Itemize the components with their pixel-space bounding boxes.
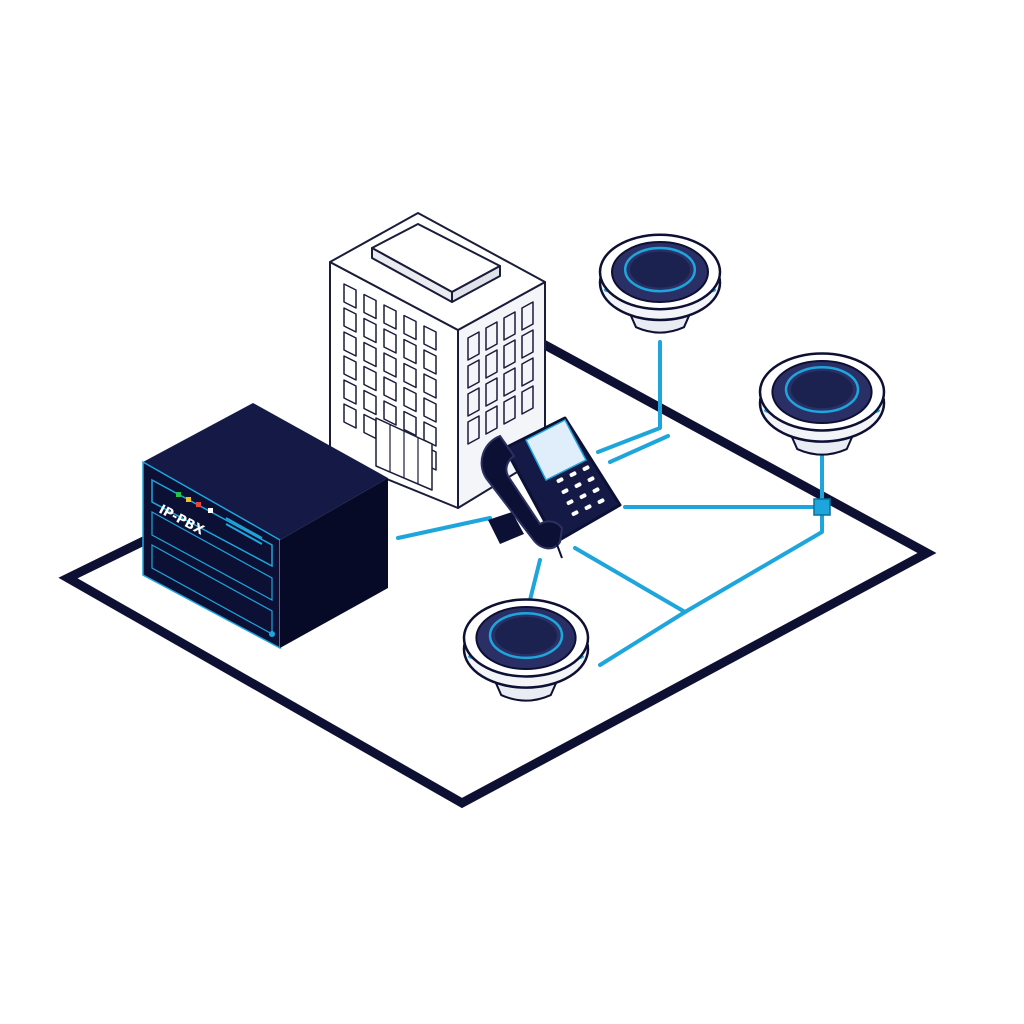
building-window [521,329,534,359]
network-cables [396,340,824,667]
phone-key [574,482,582,489]
building-window [403,338,417,365]
building-window [363,317,377,344]
building-window [423,325,437,351]
phone-key [582,465,590,472]
building-window [423,421,437,447]
ceiling-speaker-icon [758,352,886,456]
building-window [485,405,498,435]
cable-phone-speaker-top-2 [608,434,670,464]
phone-key [556,477,564,484]
cable-phone-junction [573,546,687,614]
building-window [467,415,480,445]
building-window [485,321,498,351]
phone-key [566,499,574,506]
phone-key [579,493,587,500]
building-window [485,349,498,379]
phone-key [561,488,569,495]
building-window [403,314,417,341]
cable-pbx-phone [396,516,492,540]
building-window [343,331,357,357]
building-window [503,367,516,397]
building-window [521,357,534,387]
building-window [363,389,377,416]
desk-ip-phone-icon [480,416,622,559]
building-window [403,362,417,389]
building-window [467,331,480,361]
building-window [343,403,357,429]
building-window [485,377,498,407]
building-window [363,341,377,368]
building-window [423,349,437,375]
building-window [423,397,437,423]
building-window [503,311,516,341]
ceiling-speaker-icon [598,233,722,334]
building-window [363,365,377,392]
building-window [343,355,357,381]
building-window [343,307,357,333]
cable-phone-speaker-top [596,340,662,454]
building-window [503,339,516,369]
building-window [503,395,516,425]
ceiling-speaker-icon [462,598,590,702]
cable-junction-speaker-bottom [598,610,687,667]
building-window [423,373,437,399]
phone-cord [555,541,563,559]
phone-key [592,487,600,494]
ceiling-speakers [462,233,886,702]
cable-phone-speaker-bottom [528,558,542,602]
building-window [521,301,534,331]
building-window [467,387,480,417]
building-window [383,400,397,426]
office-building-icon [329,212,546,509]
building-window [383,376,397,402]
phone-key [584,504,592,511]
building-window [403,410,417,437]
building-window [363,293,377,320]
building-window [467,359,480,389]
ip-pbx-server-icon: IP-PBX [142,403,388,650]
building-window [343,283,357,309]
building-window [521,385,534,415]
phone-key [597,498,605,505]
phone-handset [480,434,564,550]
building-window [383,352,397,378]
building-window [403,386,417,413]
building-window [383,304,397,330]
phone-key [571,510,579,517]
phone-key [569,471,577,478]
phone-key [587,476,595,483]
building-window [343,379,357,405]
building-window [383,328,397,354]
network-switch-node [813,498,831,516]
